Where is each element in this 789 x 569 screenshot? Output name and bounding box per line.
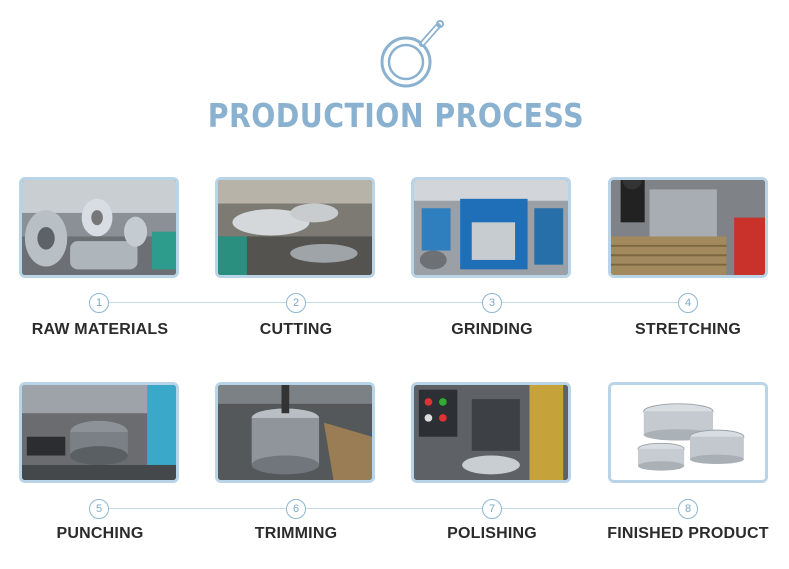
timeline-line	[98, 302, 690, 303]
step-number-badge: 4	[678, 293, 698, 313]
cutting-photo	[215, 177, 375, 278]
polishing-photo	[411, 382, 571, 483]
punching-photo	[19, 382, 179, 483]
step-label: RAW MATERIALS	[31, 321, 169, 338]
timeline-row-1: 1 2 3 4	[0, 291, 789, 315]
step-label: FINISHED PRODUCT	[607, 525, 769, 542]
step-number-badge: 1	[89, 293, 109, 313]
step-label: PUNCHING	[56, 525, 144, 542]
trimming-photo	[215, 382, 375, 483]
step-label: GRINDING	[451, 321, 533, 338]
step-number-badge: 5	[89, 499, 109, 519]
step-number-badge: 7	[482, 499, 502, 519]
step-number-badge: 2	[286, 293, 306, 313]
timeline-row-2: 5 6 7 8	[0, 497, 789, 521]
step-label: CUTTING	[259, 321, 333, 338]
page-title: PRODUCTION PROCESS	[207, 96, 584, 135]
step-label: TRIMMING	[254, 525, 338, 542]
timeline-line	[98, 508, 690, 509]
frying-pan-icon	[380, 20, 444, 88]
finished-product-photo	[608, 382, 768, 483]
stretching-photo	[608, 177, 768, 278]
step-number-badge: 3	[482, 293, 502, 313]
step-label: STRETCHING	[635, 321, 741, 338]
raw-materials-photo	[19, 177, 179, 278]
grinding-photo	[411, 177, 571, 278]
step-number-badge: 8	[678, 499, 698, 519]
step-label: POLISHING	[447, 525, 537, 542]
step-number-badge: 6	[286, 499, 306, 519]
